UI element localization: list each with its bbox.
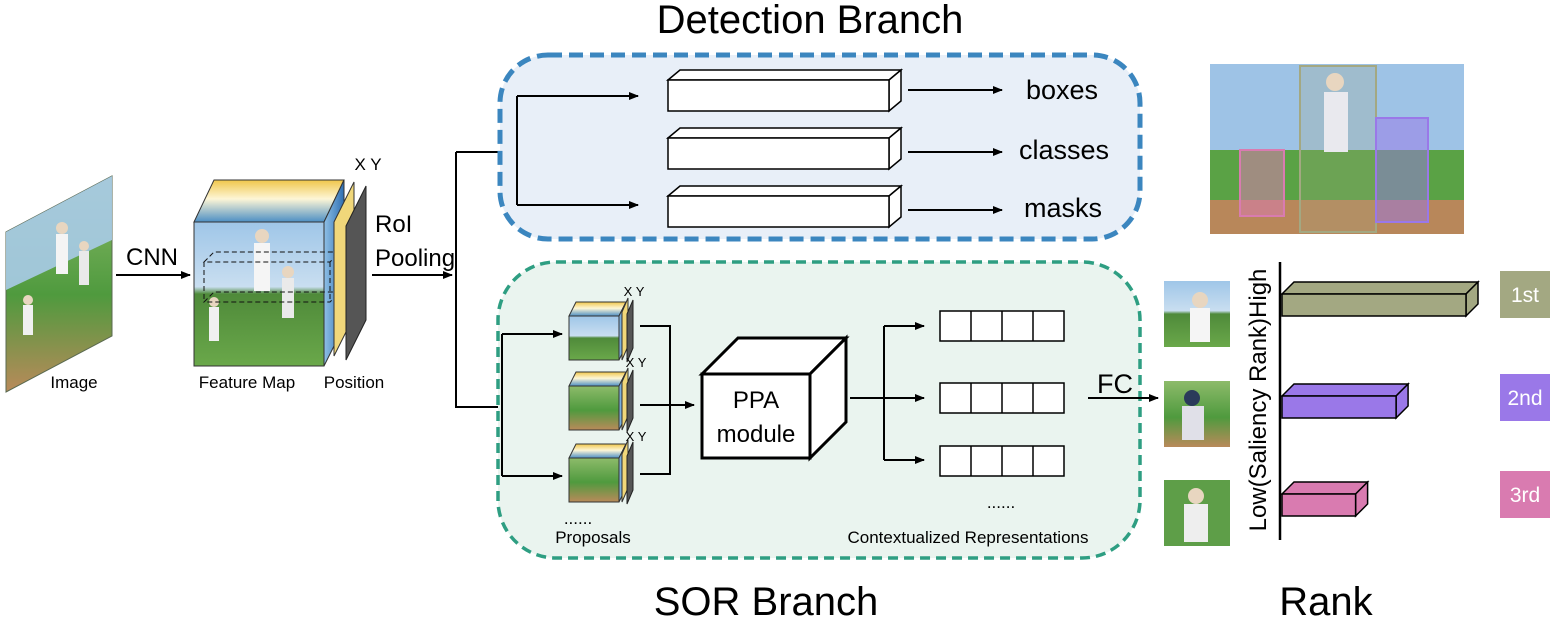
fc-label: FC <box>1097 369 1133 399</box>
classes-label: classes <box>1019 135 1109 165</box>
position-planes <box>333 181 367 361</box>
rank-badge-1 <box>1500 271 1550 318</box>
rank-badge-label-2: 2nd <box>1507 387 1542 410</box>
rank-badge-label-1: 1st <box>1511 284 1539 307</box>
ranked-thumbnail-2 <box>1164 381 1230 447</box>
rank-badge-label-3: 3rd <box>1510 484 1540 507</box>
rank-badge-2 <box>1500 374 1550 421</box>
ppa-module <box>698 334 850 462</box>
proposals-label: Proposals <box>555 528 631 547</box>
rank-title: Rank <box>1279 580 1373 620</box>
contextualized-label: Contextualized Representations <box>848 528 1089 547</box>
masks-label: masks <box>1024 193 1102 223</box>
proposal-3-xy: X Y <box>626 429 647 444</box>
boxes-label: boxes <box>1026 75 1098 105</box>
feature-map-cube <box>193 179 345 367</box>
representation-vector-3 <box>939 445 1065 477</box>
feature-map-label: Feature Map <box>199 373 295 392</box>
ppa-label-line1: PPA <box>733 387 779 414</box>
proposal-cube-1 <box>568 297 634 363</box>
input-image <box>5 175 113 393</box>
proposal-cube-3 <box>568 439 634 505</box>
proposal-1-xy: X Y <box>624 284 645 299</box>
representations-dots: ...... <box>987 493 1015 512</box>
proposals-dots: ...... <box>564 509 592 528</box>
image-label: Image <box>50 373 97 392</box>
ppa-label-line2: module <box>717 421 796 448</box>
detection-fork <box>516 92 639 209</box>
position-xy-label: X Y <box>354 155 381 174</box>
detection-head-classes <box>665 126 904 171</box>
detection-head-boxes <box>665 68 904 113</box>
roi-label-line1: RoI <box>375 211 412 238</box>
rank-badge-3 <box>1500 471 1550 518</box>
sor-branch-title: SOR Branch <box>654 580 879 620</box>
proposal-fork <box>501 330 563 480</box>
rank-bars: 1st 2nd 3rd <box>1280 271 1550 518</box>
rank-bar-3 <box>1280 480 1370 518</box>
result-image <box>1210 64 1464 234</box>
cnn-label: CNN <box>126 244 178 271</box>
ranked-thumbnail-1 <box>1164 281 1230 347</box>
proposal-cube-2 <box>568 367 634 433</box>
detection-branch-title: Detection Branch <box>657 0 964 42</box>
rank-axis-label: Low(Saliency Rank)High <box>1245 269 1272 532</box>
roi-label-line2: Pooling <box>375 245 455 272</box>
proposal-2-xy: X Y <box>626 355 647 370</box>
position-label: Position <box>324 373 384 392</box>
detection-head-masks <box>665 184 904 229</box>
rank-bar-2 <box>1280 382 1410 420</box>
rank-bar-1 <box>1280 280 1480 318</box>
ranked-thumbnail-3 <box>1164 480 1230 546</box>
proposal-merge <box>640 325 695 475</box>
representation-fork <box>850 322 925 464</box>
representation-vector-1 <box>939 310 1065 342</box>
representation-vector-2 <box>939 382 1065 414</box>
